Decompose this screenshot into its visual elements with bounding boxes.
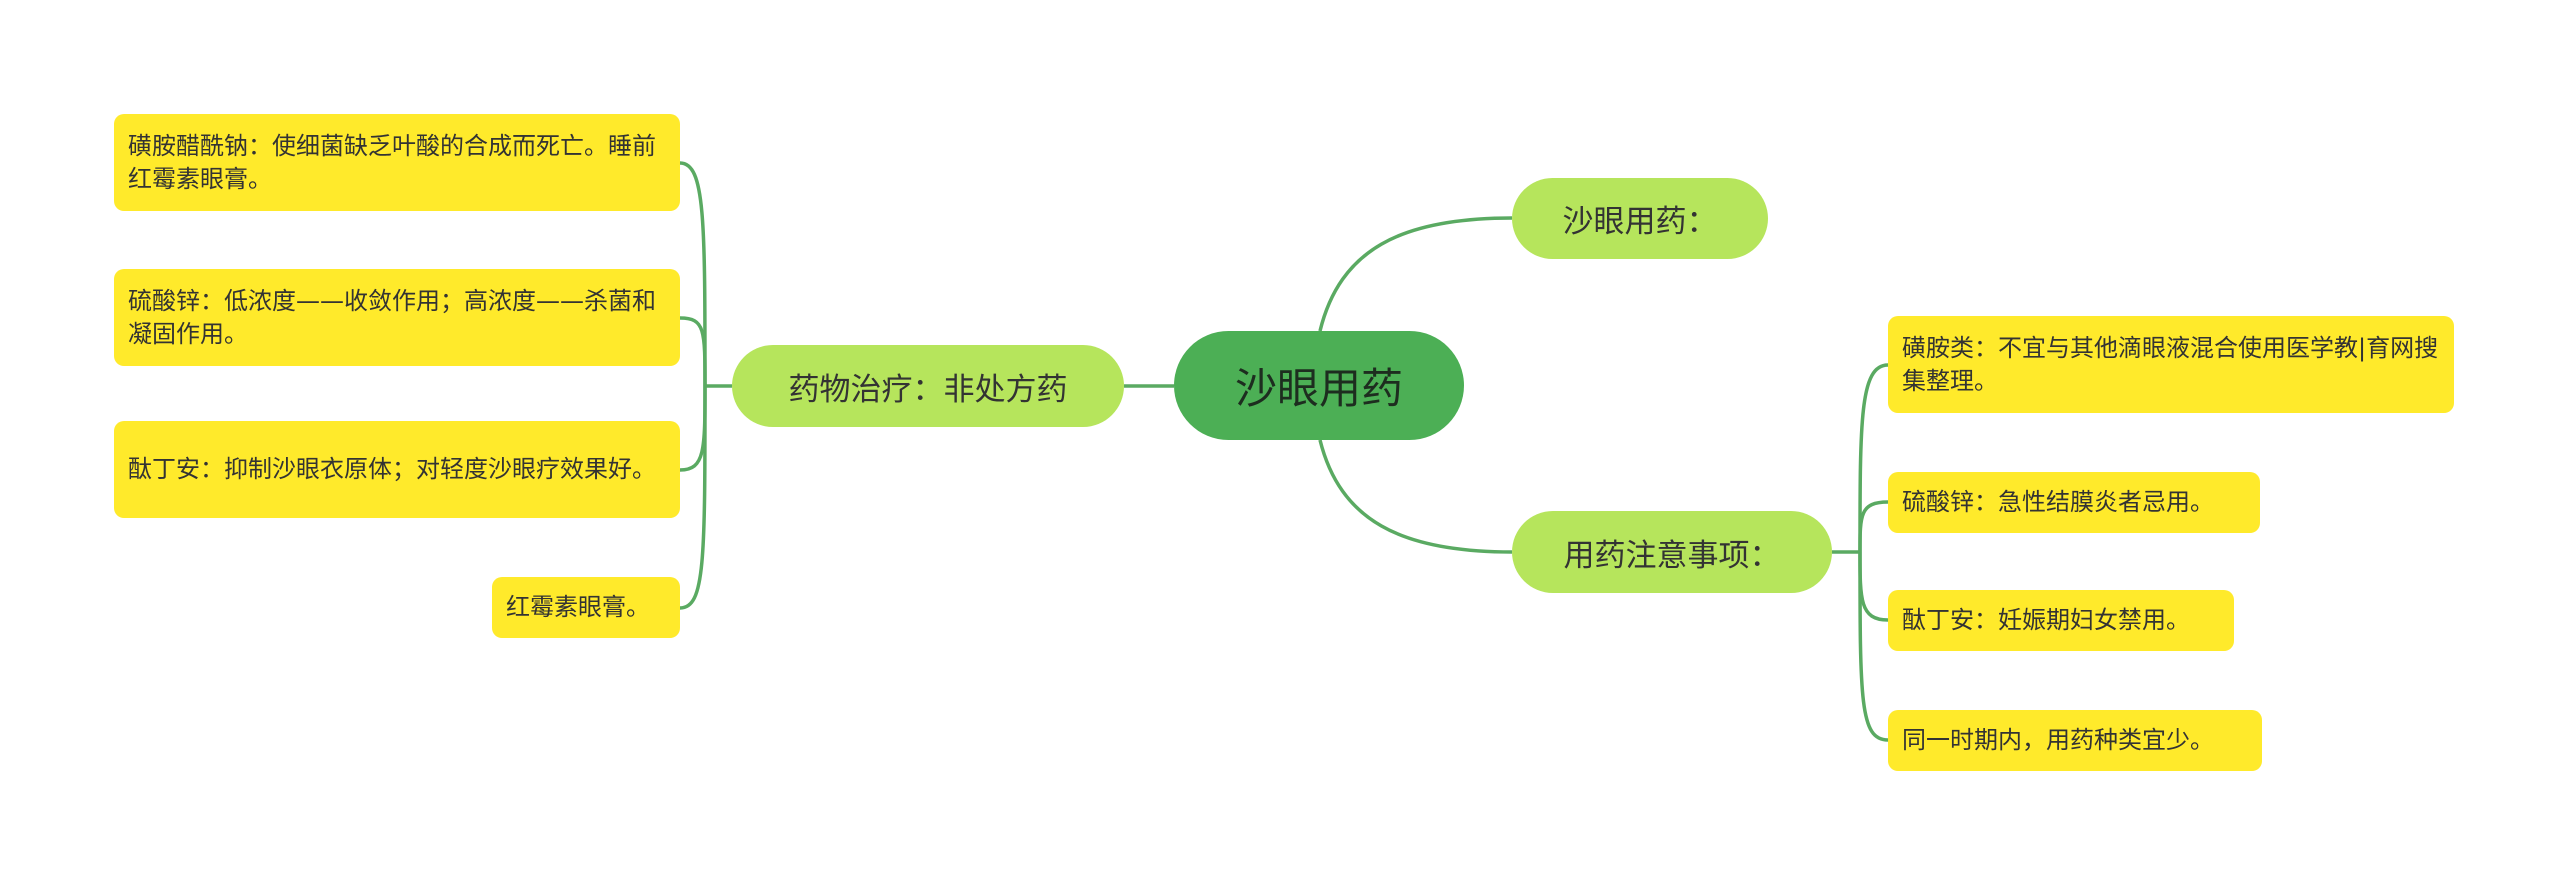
link-root-to-right bbox=[1318, 439, 1513, 554]
left-leaf-4-text: 红霉素眼膏。 bbox=[506, 593, 650, 621]
link-left-leaf-3 bbox=[679, 385, 707, 472]
root-label: 沙眼用药 bbox=[1234, 364, 1403, 413]
branch-label-top-right: 沙眼用药： bbox=[1562, 204, 1718, 240]
left-leaf-3[interactable]: 酞丁安：抑制沙眼衣原体；对轻度沙眼疗效果好。 bbox=[114, 421, 680, 518]
left-leaf-2-text: 硫酸锌：低浓度——收敛作用；高浓度——杀菌和凝固作用。 bbox=[128, 286, 656, 348]
branch-label-left: 药物治疗：非处方药 bbox=[788, 371, 1068, 408]
branch-node-top-right[interactable]: 沙眼用药： bbox=[1512, 178, 1768, 259]
right-leaf-4[interactable]: 同一时期内，用药种类宜少。 bbox=[1888, 710, 2262, 771]
link-right-leaf-1 bbox=[1858, 363, 1889, 553]
link-left-leaf-2 bbox=[679, 316, 707, 387]
left-leaf-2[interactable]: 硫酸锌：低浓度——收敛作用；高浓度——杀菌和凝固作用。 bbox=[114, 269, 680, 366]
right-leaf-2[interactable]: 硫酸锌：急性结膜炎者忌用。 bbox=[1888, 472, 2260, 533]
branch-label-right: 用药注意事项： bbox=[1563, 537, 1781, 574]
right-leaf-2-text: 硫酸锌：急性结膜炎者忌用。 bbox=[1902, 488, 2214, 516]
link-left-leaf-1 bbox=[679, 161, 707, 387]
link-left-leaf-4 bbox=[679, 385, 707, 610]
branch-node-right[interactable]: 用药注意事项： bbox=[1512, 511, 1832, 593]
root-node[interactable]: 沙眼用药 bbox=[1174, 331, 1464, 440]
link-right-leaf-3 bbox=[1858, 551, 1889, 622]
link-right-leaf-2 bbox=[1858, 500, 1889, 553]
right-leaf-1-text: 磺胺类：不宜与其他滴眼液混合使用医学教|育网搜集整理。 bbox=[1902, 333, 2439, 395]
link-root-to-top-right bbox=[1318, 216, 1513, 332]
right-leaf-3[interactable]: 酞丁安：妊娠期妇女禁用。 bbox=[1888, 590, 2234, 651]
link-right-leaf-4 bbox=[1858, 551, 1889, 742]
left-leaf-1[interactable]: 磺胺醋酰钠：使细菌缺乏叶酸的合成而死亡。睡前红霉素眼膏。 bbox=[114, 114, 680, 211]
right-leaf-4-text: 同一时期内，用药种类宜少。 bbox=[1902, 726, 2214, 754]
right-leaf-1[interactable]: 磺胺类：不宜与其他滴眼液混合使用医学教|育网搜集整理。 bbox=[1888, 316, 2454, 413]
left-leaf-1-text: 磺胺醋酰钠：使细菌缺乏叶酸的合成而死亡。睡前红霉素眼膏。 bbox=[128, 131, 656, 193]
left-leaf-3-text: 酞丁安：抑制沙眼衣原体；对轻度沙眼疗效果好。 bbox=[128, 455, 656, 483]
right-leaf-3-text: 酞丁安：妊娠期妇女禁用。 bbox=[1902, 606, 2190, 634]
branch-node-left[interactable]: 药物治疗：非处方药 bbox=[732, 345, 1124, 427]
left-leaf-4[interactable]: 红霉素眼膏。 bbox=[492, 577, 680, 638]
